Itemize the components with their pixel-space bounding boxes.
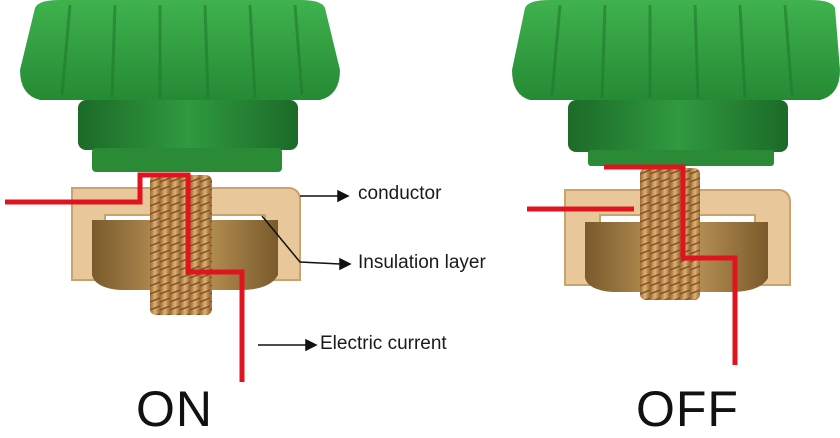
insulation-layer [564,189,791,286]
conductor-label: conductor [358,183,442,204]
current-wire-on [5,172,245,382]
electric-current-label: Electric current [320,333,447,354]
callout-arrows [258,189,352,352]
insulation-layer [71,187,301,281]
screw [640,168,700,300]
off-switch [512,0,840,365]
knob-icon [20,0,340,172]
current-wire-off-top [604,164,738,365]
insulation-layer-label: Insulation layer [358,252,486,273]
off-state-label: OFF [636,381,739,437]
screw [150,175,212,315]
on-switch [5,0,340,382]
on-state-label: ON [136,381,213,437]
knob-icon [512,0,840,166]
